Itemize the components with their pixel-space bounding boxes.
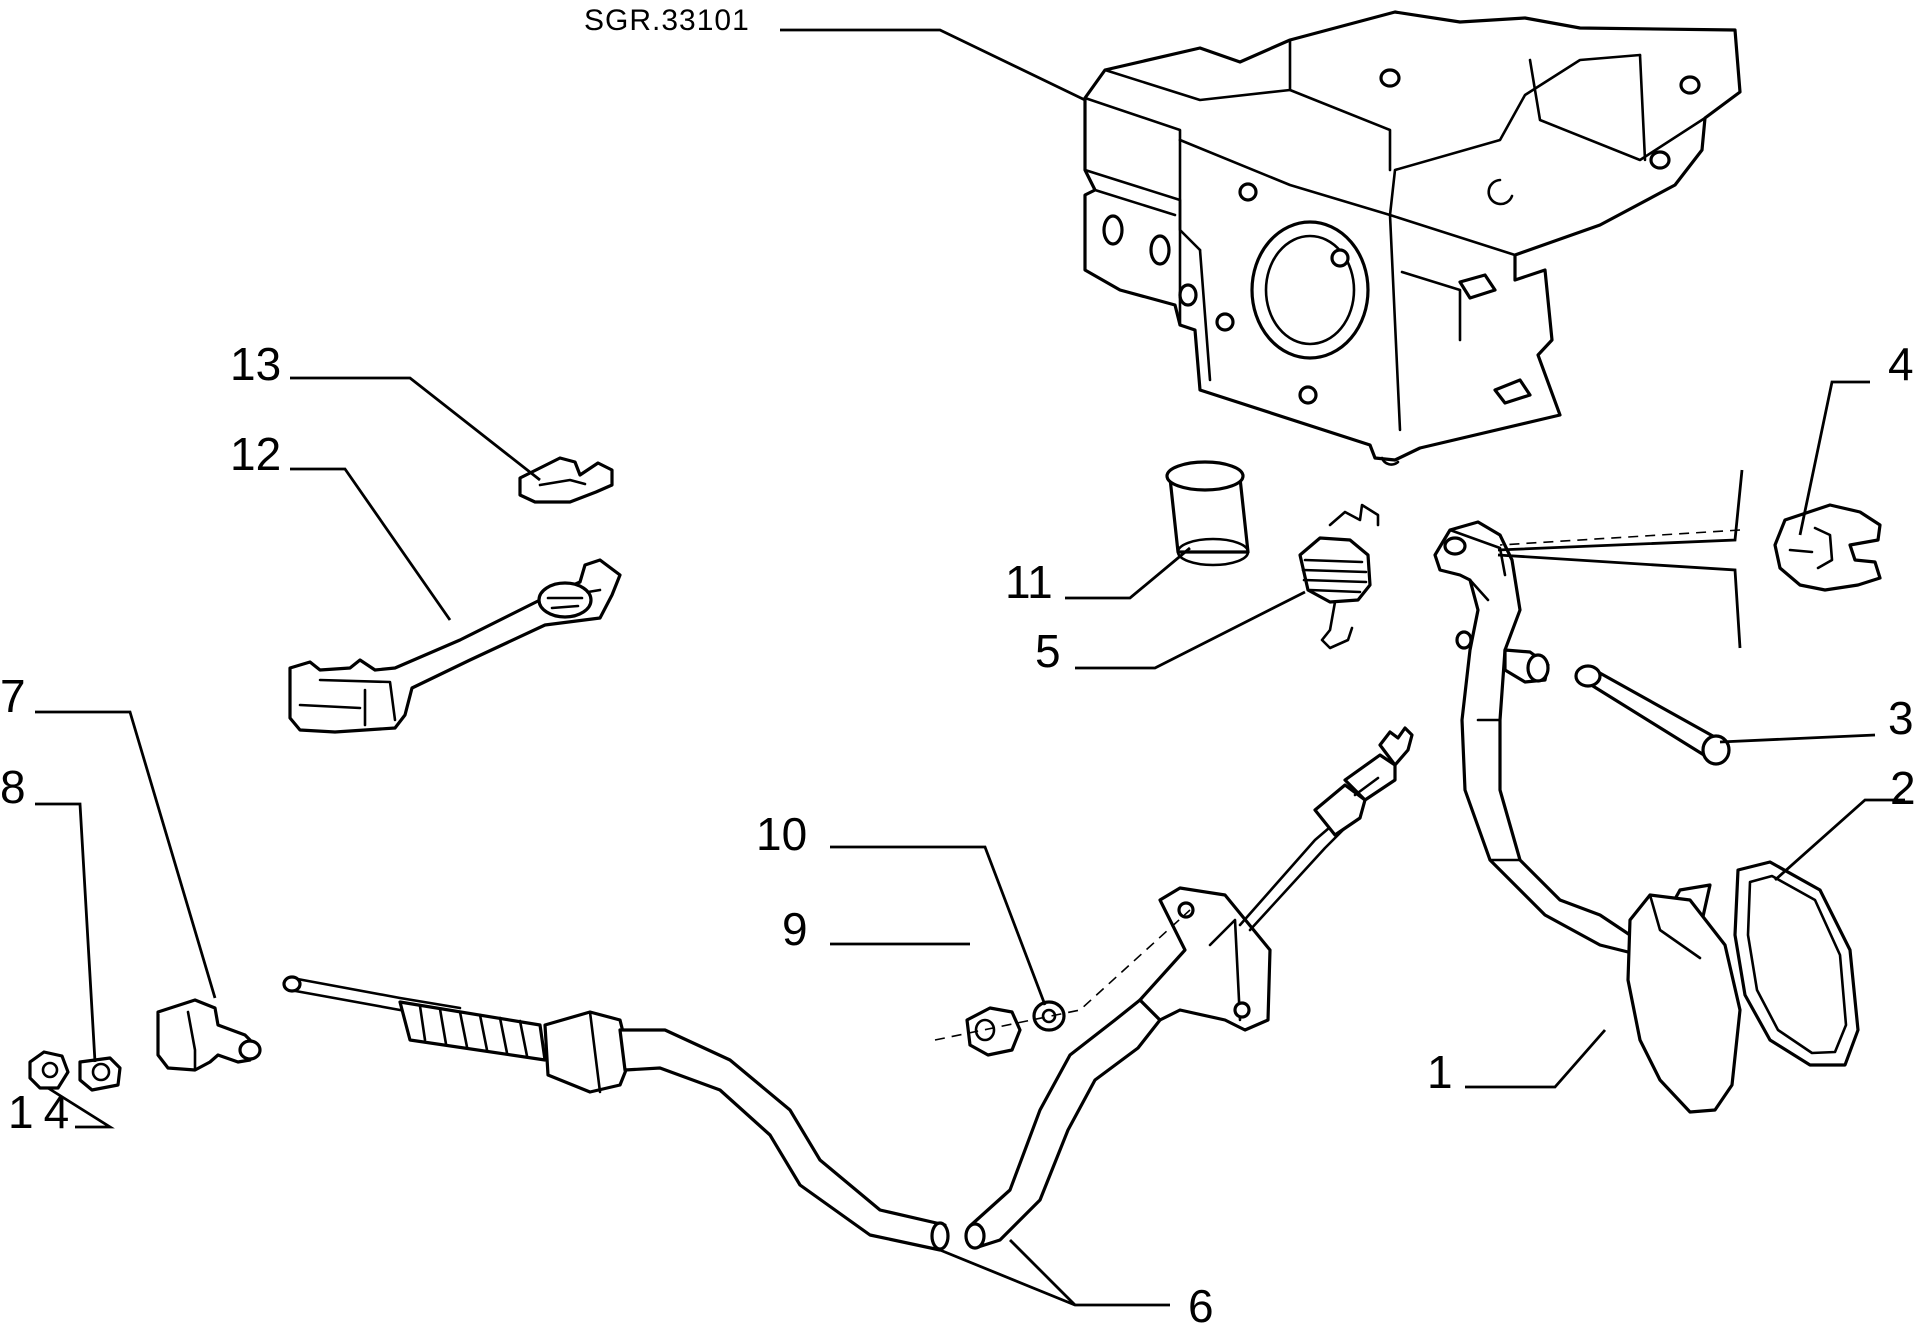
washer bbox=[1032, 1000, 1066, 1032]
callout-8: 8 bbox=[0, 761, 26, 813]
clutch-cable bbox=[282, 726, 1414, 1252]
leader-4-bracket-b bbox=[1497, 553, 1742, 649]
callout-2: 2 bbox=[1890, 762, 1916, 814]
leader-10 bbox=[830, 845, 1047, 1006]
release-fork-lever bbox=[288, 558, 622, 734]
callout-11: 11 bbox=[1005, 556, 1053, 608]
callout-14: 14 bbox=[8, 1086, 79, 1138]
callout-6: 6 bbox=[1188, 1280, 1214, 1324]
leader-8 bbox=[35, 802, 97, 1063]
circlip bbox=[518, 456, 614, 504]
pedal-pad bbox=[1733, 860, 1860, 1067]
clutch-pedal bbox=[1433, 520, 1742, 1114]
leader-4 bbox=[1798, 380, 1870, 536]
assembly-axis-line-pedal bbox=[1499, 529, 1741, 546]
leader-7 bbox=[35, 710, 217, 999]
leader-4-bracket bbox=[1497, 469, 1744, 552]
pivot-pin bbox=[1574, 664, 1731, 766]
callout-4: 4 bbox=[1888, 338, 1914, 390]
leader-13 bbox=[290, 376, 541, 482]
callout-7: 7 bbox=[0, 670, 26, 722]
pedal-bracket bbox=[1083, 10, 1742, 466]
leader-2 bbox=[1774, 798, 1905, 882]
reference-code: SGR.33101 bbox=[584, 4, 750, 37]
assembly-axis-line bbox=[934, 909, 1191, 1041]
callout-13: 13 bbox=[230, 338, 281, 390]
leader-12 bbox=[290, 467, 452, 621]
cable-terminal bbox=[156, 998, 262, 1072]
callout-labels: SGR.33101 1 2 3 4 5 6 7 8 9 10 11 12 13 … bbox=[0, 4, 1916, 1324]
leader-6b bbox=[1009, 1239, 1076, 1306]
callout-9: 9 bbox=[782, 903, 808, 955]
leader-1 bbox=[1465, 1029, 1607, 1089]
leader-5 bbox=[1075, 590, 1306, 670]
leader-14 bbox=[47, 1086, 115, 1129]
callout-10: 10 bbox=[756, 808, 807, 860]
leader-11 bbox=[1065, 546, 1191, 600]
callout-12: 12 bbox=[230, 428, 281, 480]
nut-hex bbox=[965, 1006, 1022, 1057]
callout-5: 5 bbox=[1035, 625, 1061, 677]
leader-lines bbox=[35, 28, 1905, 1307]
return-spring bbox=[1298, 503, 1380, 650]
nut-flange bbox=[28, 1050, 70, 1090]
leader-3 bbox=[1719, 733, 1876, 744]
bushing bbox=[1165, 460, 1250, 567]
spring-clip bbox=[1773, 503, 1882, 592]
callout-3: 3 bbox=[1888, 692, 1914, 744]
leader-ref bbox=[780, 28, 1086, 102]
nut-small bbox=[78, 1056, 122, 1092]
leader-6a bbox=[939, 1248, 1170, 1307]
callout-1: 1 bbox=[1427, 1046, 1453, 1098]
